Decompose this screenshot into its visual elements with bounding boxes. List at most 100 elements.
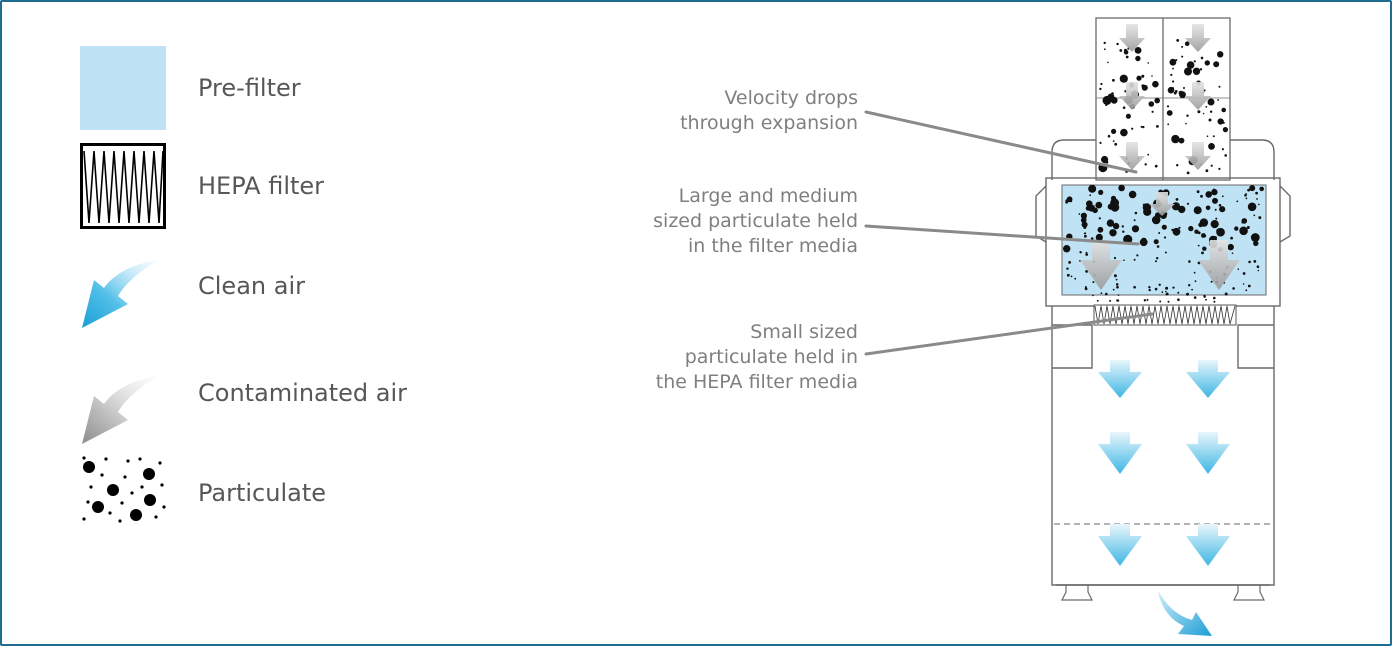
particle-large — [1207, 98, 1215, 106]
callout-velocity-line-2: through expansion — [680, 112, 858, 134]
particle-large — [1178, 137, 1185, 144]
particle-small — [1116, 299, 1120, 302]
particle-small — [1172, 67, 1174, 70]
particle-large — [1221, 107, 1226, 113]
particle-small — [1176, 39, 1180, 42]
particle-small — [1244, 194, 1247, 197]
particle-small — [1105, 161, 1109, 164]
particle-small — [1213, 192, 1216, 195]
pre-filter-swatch-icon — [80, 46, 166, 130]
particle-large — [1153, 239, 1159, 245]
particle-small — [1157, 219, 1160, 223]
leader-lines — [864, 110, 1154, 356]
particle-large — [1184, 41, 1190, 46]
particle-small — [1257, 269, 1260, 272]
particle-small — [1068, 236, 1070, 238]
particle-small — [1253, 214, 1256, 217]
particle-small — [1218, 167, 1221, 170]
particle-small — [1241, 221, 1244, 224]
particle-small — [1148, 288, 1151, 292]
particle-small — [1205, 298, 1207, 301]
particle-small — [1203, 234, 1207, 238]
particle-small — [1215, 217, 1218, 220]
particle-small — [1212, 188, 1215, 191]
particle-large — [1186, 61, 1195, 69]
particle-small — [1210, 280, 1213, 283]
particle-large — [1131, 225, 1140, 233]
particle-small — [1158, 232, 1161, 234]
particle-small — [1146, 298, 1149, 301]
particle-small — [1103, 41, 1106, 45]
particle-small — [1116, 42, 1119, 46]
callout-velocity-line-1: Velocity drops — [724, 87, 858, 109]
hepa-filter-strip — [1093, 304, 1237, 326]
particle-small — [1117, 294, 1120, 296]
particle-small — [1214, 208, 1217, 211]
particle-small — [1088, 206, 1091, 209]
particle-small — [1083, 226, 1087, 229]
particle-small — [1085, 251, 1088, 254]
particle-small — [1099, 87, 1102, 91]
contaminated-air-arrow-icon — [80, 372, 166, 448]
particle-small — [1218, 204, 1222, 207]
particle-large — [1208, 143, 1215, 150]
particle-small — [1258, 203, 1260, 206]
clean-air-exhaust-arrow — [1158, 590, 1212, 636]
particle-small — [1253, 260, 1257, 263]
particle-small — [1242, 283, 1245, 285]
particle-large — [1247, 202, 1257, 212]
clean-air-arrow-icon — [80, 256, 166, 332]
particle-small — [1176, 164, 1179, 167]
particle-small — [1184, 71, 1188, 75]
callout-velocity-drops: Velocity drops through expansion — [680, 86, 858, 136]
particle-small — [1151, 110, 1154, 113]
particle-large — [1095, 201, 1103, 209]
particle-small — [1147, 153, 1150, 156]
particle-small — [1174, 90, 1178, 93]
particle-small — [1202, 112, 1205, 115]
particle-small — [1232, 287, 1235, 290]
particle-large — [1222, 127, 1228, 133]
particle-small — [1159, 300, 1162, 303]
particle-small — [1206, 135, 1209, 137]
particle-small — [1134, 211, 1138, 215]
particle-small — [1177, 291, 1180, 294]
particle-large — [1135, 55, 1141, 62]
clean-air-arrows — [1098, 360, 1230, 566]
particle-large — [1166, 110, 1173, 116]
particle-small — [1200, 194, 1203, 198]
particle-large — [1205, 205, 1211, 211]
particle-large — [1184, 67, 1192, 76]
particle-small — [1213, 296, 1216, 300]
particle-large — [1106, 219, 1115, 227]
particle-small — [1125, 55, 1129, 59]
particle-small — [1175, 59, 1178, 61]
particle-small — [1165, 290, 1167, 293]
particle-small — [1090, 237, 1094, 240]
particle-small — [1221, 195, 1224, 198]
particle-small — [1242, 272, 1246, 275]
particle-small — [1191, 288, 1193, 291]
particle-small — [1201, 251, 1204, 255]
particle-large — [1081, 221, 1088, 228]
particle-small — [1100, 292, 1103, 294]
particle-small — [1237, 268, 1240, 271]
particle-small — [1161, 291, 1164, 293]
particle-large — [1217, 51, 1224, 58]
particle-small — [1122, 106, 1126, 109]
particle-large — [1178, 90, 1184, 96]
particle-large — [1169, 58, 1177, 66]
particle-small — [1193, 296, 1197, 299]
particulate-dots-icon — [80, 455, 166, 525]
particle-small — [1109, 299, 1112, 302]
particle-large — [1143, 207, 1152, 216]
particle-small — [1205, 105, 1208, 108]
callout-large-line-2: sized particulate held — [653, 210, 858, 232]
particle-small — [1197, 231, 1201, 235]
particle-small — [1114, 142, 1118, 146]
particle-small — [1256, 265, 1260, 269]
particle-small — [1096, 299, 1099, 302]
particle-small — [1163, 236, 1167, 239]
particle-small — [1186, 171, 1190, 175]
